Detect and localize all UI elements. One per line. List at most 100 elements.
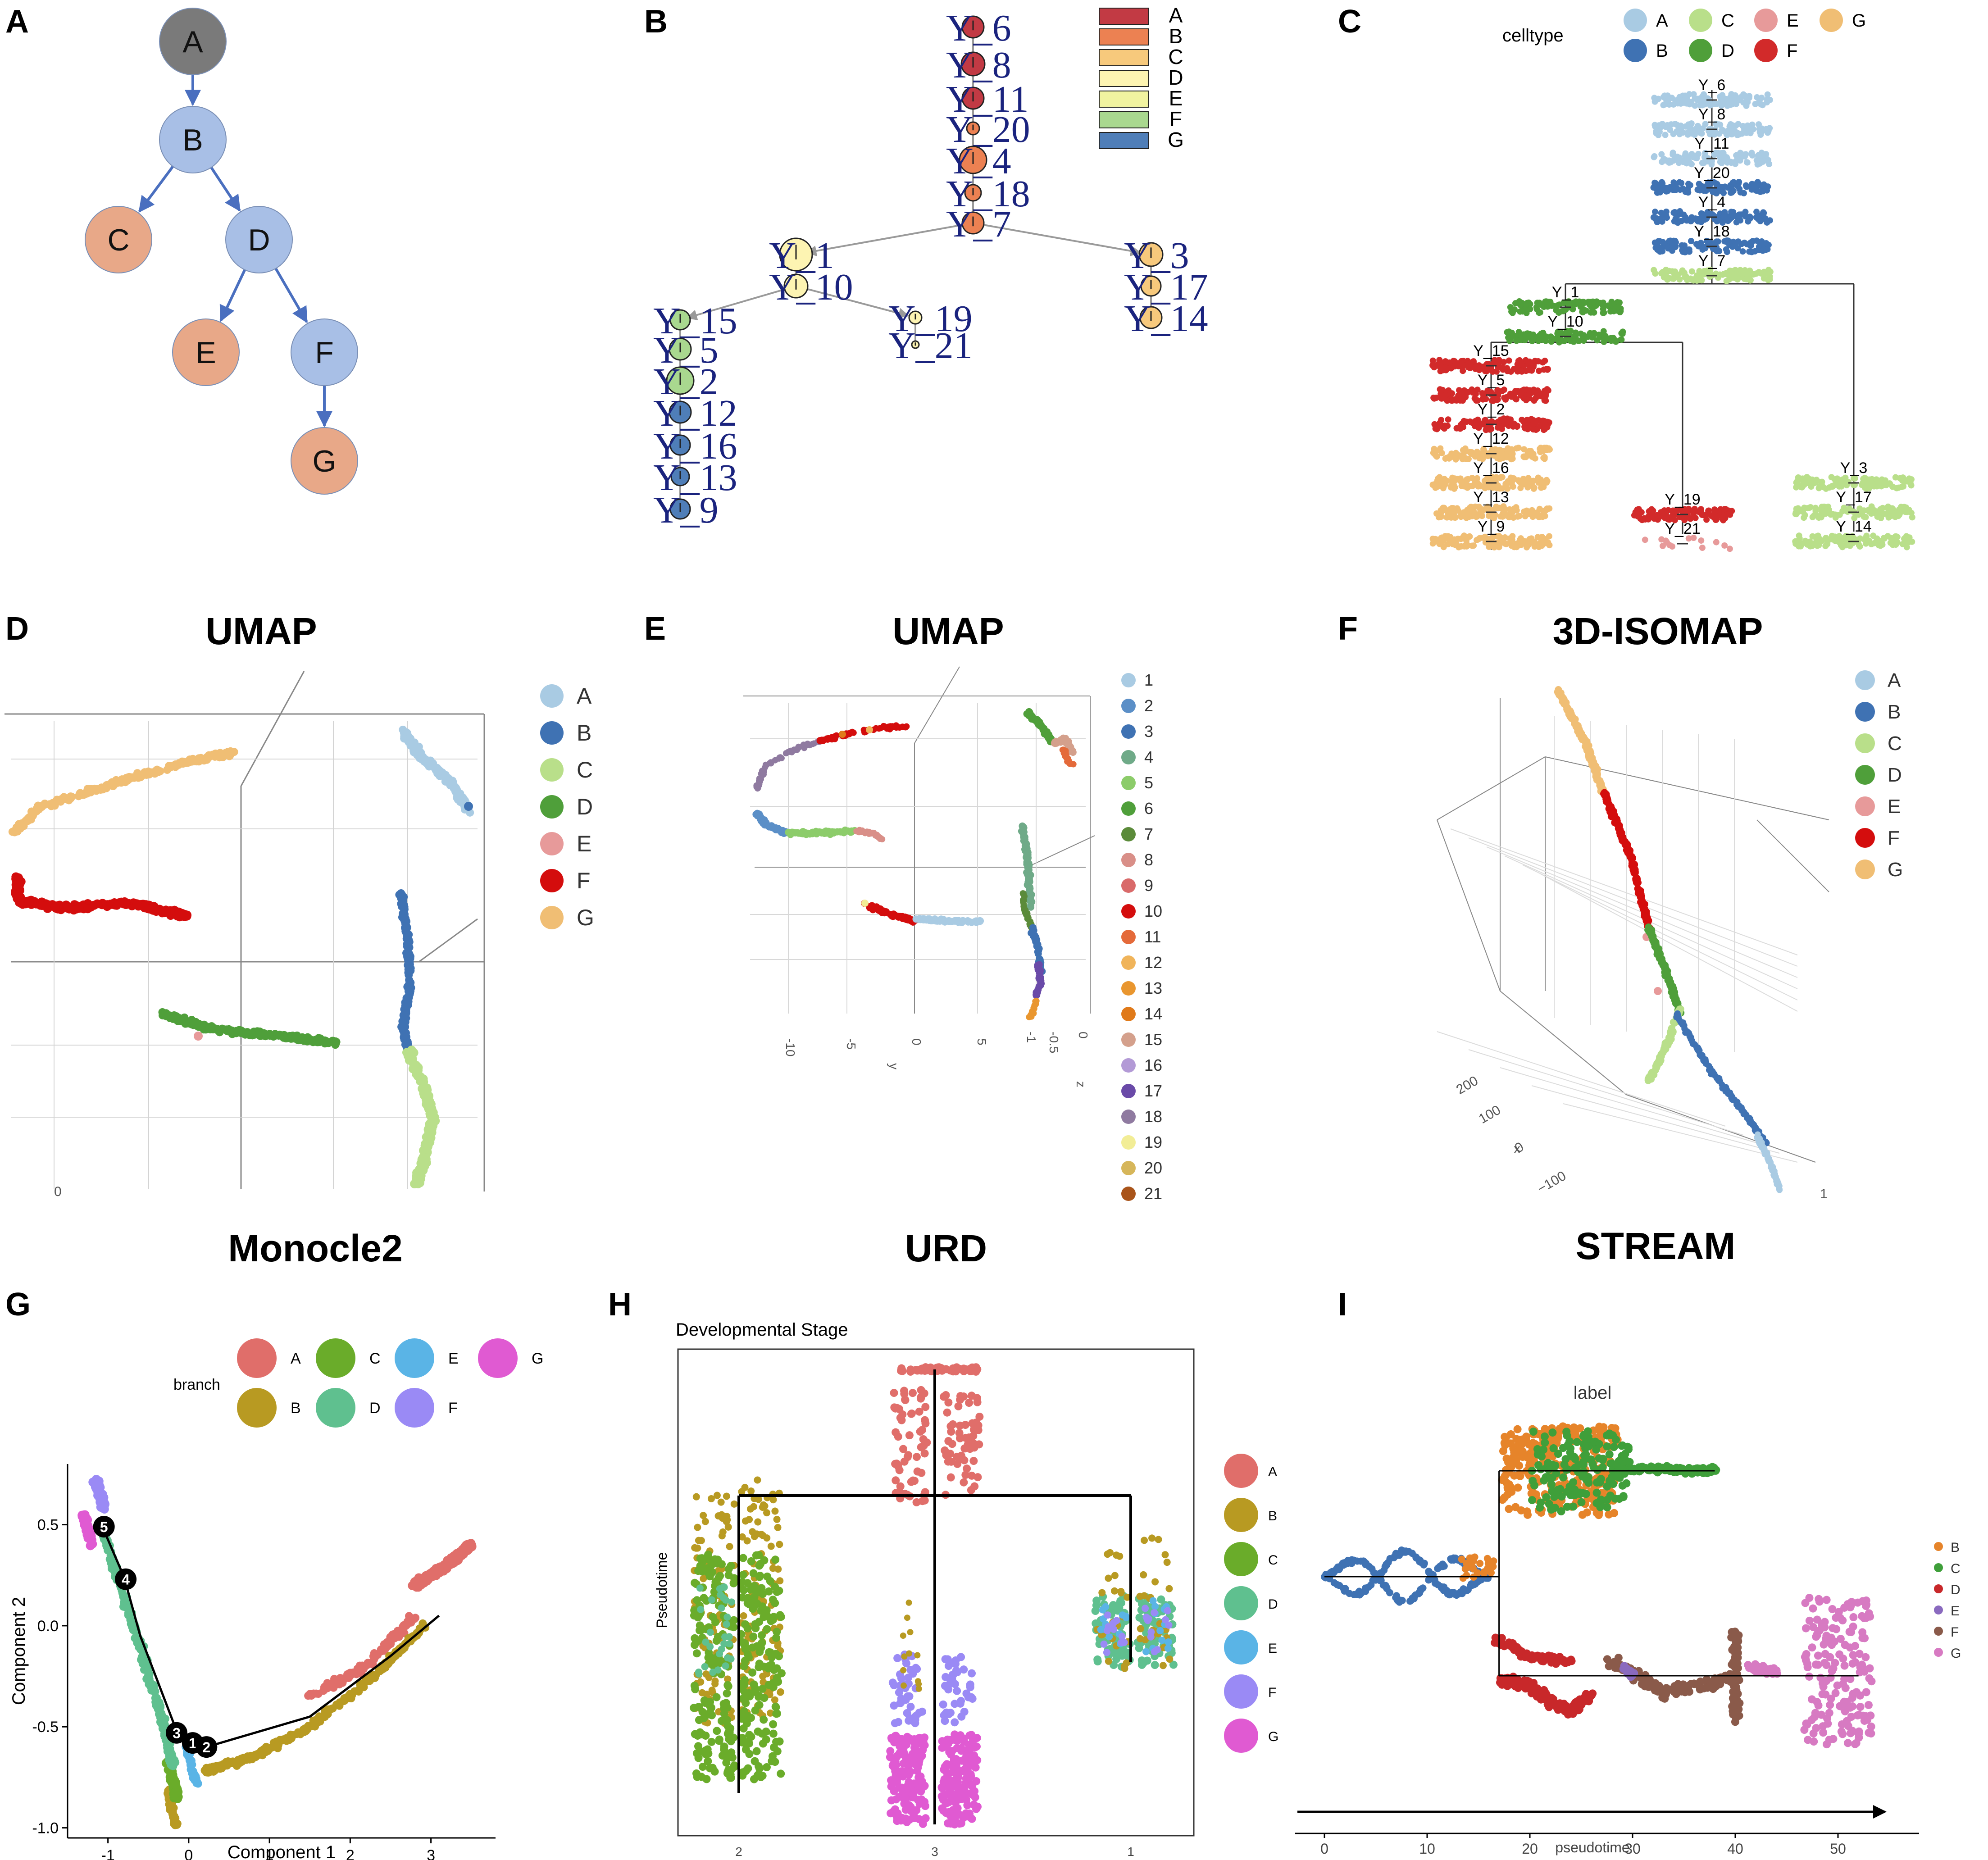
umap-cluster-1 <box>912 914 984 926</box>
cell-point <box>902 723 909 730</box>
cell-point <box>1456 544 1462 550</box>
cell-point <box>1719 219 1726 226</box>
legend-label: 20 <box>1144 1159 1162 1177</box>
cell-point <box>1765 183 1771 190</box>
cell-point <box>405 981 414 989</box>
tree-node-label: Y_5 <box>1478 372 1505 389</box>
cell-point <box>1501 508 1507 515</box>
cell-point <box>1642 537 1648 543</box>
cell-point <box>161 906 171 915</box>
axis-frame <box>914 666 960 744</box>
cell-point <box>877 836 883 842</box>
cell-point <box>1557 689 1565 697</box>
lineage-node-C <box>85 206 152 273</box>
tree-node-label: Y_13 <box>1473 489 1509 506</box>
cell-point <box>200 756 208 765</box>
umap-cluster-2 <box>752 809 790 837</box>
cell-point <box>1458 358 1465 364</box>
cell-point <box>156 767 164 776</box>
cell-point <box>799 828 807 836</box>
cell-point <box>768 760 774 767</box>
graph-node-label: Y_10 <box>769 266 853 308</box>
cell-point <box>1583 307 1589 314</box>
cell-point <box>1703 516 1710 523</box>
lineage-node-F <box>291 318 358 386</box>
cell-point <box>185 1019 193 1027</box>
cell-point <box>1658 536 1665 543</box>
cell-point <box>1763 219 1770 226</box>
cell-point <box>1721 154 1728 161</box>
cell-point <box>112 900 122 910</box>
cell-point <box>864 828 870 835</box>
legend-dot <box>1121 1187 1136 1201</box>
cell-point <box>207 751 215 760</box>
cell-point <box>1796 535 1803 542</box>
title-umap-d: UMAP <box>205 610 317 652</box>
legend-label: A <box>577 683 592 709</box>
legend-label: 11 <box>1144 928 1161 946</box>
axis-frame <box>419 918 478 963</box>
cell-point <box>1651 267 1657 273</box>
legend-dot <box>1624 39 1647 62</box>
cell-point <box>1605 302 1611 309</box>
cell-point <box>150 904 160 913</box>
cell-point <box>1905 539 1912 546</box>
cell-point <box>1698 537 1705 544</box>
cell-point <box>1739 248 1746 255</box>
cell-point <box>1630 866 1638 873</box>
cell-point <box>1713 120 1720 127</box>
cell-point <box>1688 238 1694 245</box>
panel-letter-H: H <box>608 1287 632 1323</box>
lineage-node-E <box>172 318 240 386</box>
cell-point <box>1021 842 1029 850</box>
cell-point <box>866 726 873 733</box>
cell-point <box>1733 152 1740 159</box>
cell-point <box>1687 507 1693 514</box>
cell-point <box>1651 153 1658 160</box>
cell-point <box>1521 508 1528 515</box>
cell-point <box>1714 218 1720 225</box>
cell-point <box>1686 248 1693 255</box>
cell-point <box>17 820 26 829</box>
cell-point <box>1530 417 1537 423</box>
graph-node-label: Y_12 <box>653 392 737 434</box>
cell-point <box>177 1017 185 1025</box>
cell-point <box>1677 129 1683 136</box>
cell-point <box>1666 268 1673 274</box>
cell-point <box>1530 478 1537 484</box>
legend-dot <box>540 832 564 855</box>
cell-point <box>14 879 24 889</box>
axis-frame <box>1027 835 1095 868</box>
cell-point <box>1528 332 1535 339</box>
legend-label: E <box>577 831 591 856</box>
cell-point <box>1526 536 1533 543</box>
legend-label: G <box>1168 128 1184 151</box>
graph-node-label: Y_17 <box>1124 266 1208 308</box>
cell-point <box>1509 509 1515 515</box>
panel-letter-D: D <box>5 611 29 647</box>
cell-point <box>1663 273 1670 279</box>
cell-point <box>1729 125 1736 132</box>
cell-point <box>785 828 792 836</box>
cell-point <box>69 905 78 915</box>
title-isomap: 3D-ISOMAP <box>1553 610 1763 652</box>
cell-point <box>1589 298 1596 305</box>
cell-point <box>880 723 887 729</box>
cell-point <box>1674 155 1681 162</box>
cell-point <box>1465 364 1472 371</box>
cell-point <box>1658 209 1665 216</box>
tree-node-label: Y_2 <box>1478 401 1505 418</box>
lineage-node-B <box>159 106 227 173</box>
cell-point <box>1506 514 1512 521</box>
cell-point <box>1474 397 1481 404</box>
cell-point <box>1677 210 1684 217</box>
legend-dot <box>1754 39 1778 62</box>
cell-point <box>1479 508 1486 514</box>
umap-cluster-G <box>8 747 238 837</box>
cell-point <box>1504 329 1510 336</box>
cell-point <box>1514 368 1521 375</box>
cell-point <box>1513 337 1520 344</box>
cell-point <box>1627 854 1635 862</box>
cell-point <box>1504 415 1511 422</box>
cell-point <box>34 805 43 813</box>
